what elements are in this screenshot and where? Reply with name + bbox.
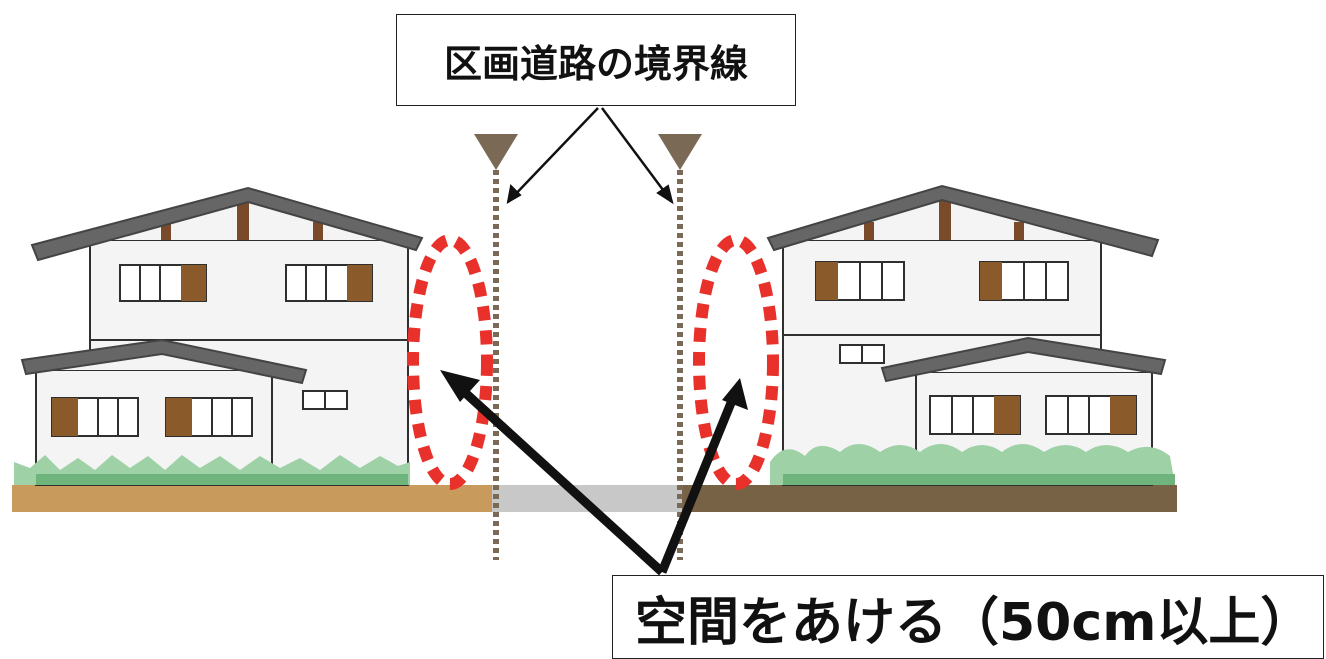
right-house-icon [766,184,1175,486]
arrow-icon [440,370,748,576]
keep-space-label: 空間をあける（50cm以上） [612,575,1324,659]
right-space-oval [693,234,779,490]
left-ground [12,485,492,512]
right-ground [682,485,1177,512]
left-house-icon [14,186,424,486]
boundary-label-arrows [506,107,674,205]
boundary-line-label: 区画道路の境界線 [396,14,796,106]
boundary-marker-icon [474,134,702,560]
left-space-oval [407,234,493,490]
space-oval-icon [407,234,779,490]
